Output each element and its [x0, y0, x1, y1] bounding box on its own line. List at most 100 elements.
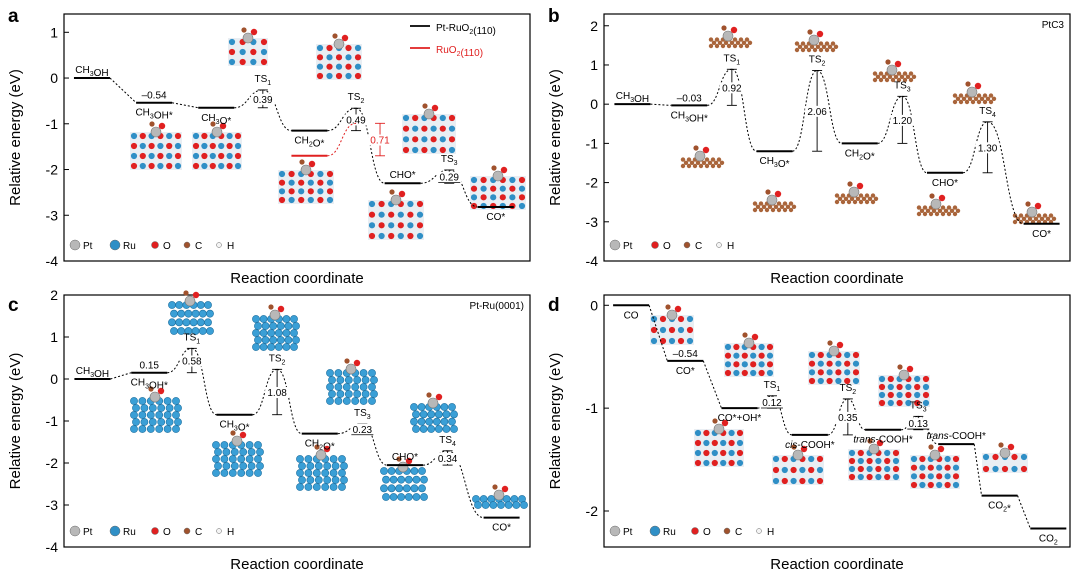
molecule-structure [708, 25, 753, 49]
atom-legend-marker [651, 241, 659, 249]
transition-state-label: TS2 [348, 92, 365, 105]
panel-letter: c [8, 295, 19, 316]
intermediate-label: CHO* [390, 170, 416, 181]
pathway-connector [731, 68, 757, 152]
atom-legend-marker [216, 242, 222, 248]
molecule-structure [470, 165, 526, 210]
barrier-label-bg [250, 93, 275, 105]
barrier-value: 0.71 [370, 136, 390, 147]
y-tick-label: -2 [586, 175, 599, 191]
molecule-structure [278, 159, 334, 204]
molecule-structure [752, 189, 797, 213]
barrier-value: 0.29 [439, 173, 459, 184]
barrier-label-bg [179, 355, 204, 367]
barrier-label-bg [805, 105, 830, 117]
atom-legend-marker [183, 527, 191, 535]
intermediate-label: CO [624, 310, 639, 321]
barrier-label-bg [906, 418, 931, 430]
atom-legend-marker [216, 528, 222, 534]
transition-state-label: TS3 [910, 400, 927, 413]
atom-legend-marker [69, 239, 81, 251]
molecule-structure [368, 189, 424, 240]
barrier-value: 0.49 [346, 115, 366, 126]
atom-legend-label: Ru [123, 527, 136, 538]
intermediate-label: CH2O* [294, 136, 324, 150]
barrier-value: 0.23 [353, 425, 373, 436]
y-tick-label: -4 [586, 253, 599, 269]
transition-state-label: TS1 [724, 53, 741, 66]
panel-annotation: PtC3 [1042, 20, 1065, 31]
atom-legend-label: H [727, 241, 734, 252]
y-tick-label: 1 [50, 24, 58, 40]
legend-entry: RuO2(110) [436, 45, 483, 59]
intermediate-label: CH3OH* [135, 108, 172, 122]
transition-state-label: TS3 [354, 408, 371, 421]
barrier-label-bg [435, 452, 460, 464]
atom-legend-marker [691, 527, 699, 535]
energy-value: –0.54 [673, 349, 698, 360]
x-axis-title: Reaction coordinate [230, 270, 363, 287]
molecule-structure [694, 418, 744, 467]
molecule-structure [326, 358, 378, 405]
molecule-structure [316, 33, 362, 80]
molecule-structure [772, 444, 824, 485]
barrier-label-bg [437, 171, 462, 183]
pathway-connector [109, 77, 137, 104]
panel-letter: b [548, 6, 560, 27]
intermediate-label: CO2 [1039, 533, 1058, 546]
atom-legend-marker [69, 525, 81, 537]
atom-legend-marker [151, 241, 159, 249]
y-tick-label: -1 [46, 116, 59, 132]
pathway-connector [792, 69, 818, 152]
atom-legend-label: O [703, 527, 711, 538]
barrier-value: 0.35 [838, 413, 858, 424]
atom-legend-marker [609, 525, 621, 537]
pathway-connector [171, 102, 199, 109]
molecule-structure [680, 145, 725, 169]
y-tick-label: 2 [590, 18, 598, 34]
intermediate-label: CH3OH [616, 91, 649, 105]
y-tick-label: 0 [590, 96, 598, 112]
barrier-value: 1.08 [267, 388, 287, 399]
intermediate-label: CH2O* [305, 439, 335, 453]
atom-legend-label: Pt [623, 527, 633, 538]
pathway-connector [702, 360, 722, 409]
barrier-value: 0.34 [438, 454, 458, 465]
atom-legend-marker [109, 239, 121, 251]
barrier-label-bg [265, 387, 290, 399]
barrier-label-bg [350, 423, 375, 435]
atom-legend-marker [683, 241, 691, 249]
atom-legend-label: H [227, 527, 234, 538]
pathway-connector [962, 121, 988, 174]
molecule-structure [650, 304, 694, 345]
y-axis-title: Relative energy (eV) [547, 353, 564, 490]
atom-legend-label: Pt [83, 527, 93, 538]
pathway-connector [262, 89, 292, 132]
energy-value: –0.54 [142, 91, 167, 102]
pathway-connector [1017, 495, 1031, 529]
transition-state-label: TS3 [894, 80, 911, 93]
pathway-connector [648, 305, 668, 361]
intermediate-label: trans-COOH* [853, 435, 913, 446]
pathway-connector [110, 372, 132, 380]
atom-legend-marker [609, 239, 621, 251]
molecule-structure [252, 304, 300, 351]
pathway-connector [362, 423, 388, 466]
atom-legend-label: Pt [83, 241, 93, 252]
pathway-connector [167, 347, 192, 374]
pathway-connector [816, 69, 842, 144]
transition-state-label: TS2 [269, 353, 286, 366]
pathway-connector [355, 107, 385, 184]
transition-state-label: TS4 [979, 106, 996, 119]
intermediate-label: CH3O* [219, 420, 249, 434]
y-tick-label: -4 [46, 539, 59, 555]
y-tick-label: 2 [50, 287, 58, 303]
transition-state-label: TS1 [764, 380, 781, 393]
pathway-connector [327, 122, 357, 157]
plot-frame [603, 294, 1071, 548]
y-tick-label: -3 [46, 207, 59, 223]
x-axis-title: Reaction coordinate [230, 556, 363, 573]
pathway-connector [902, 95, 928, 174]
barrier-label-bg [890, 114, 915, 126]
